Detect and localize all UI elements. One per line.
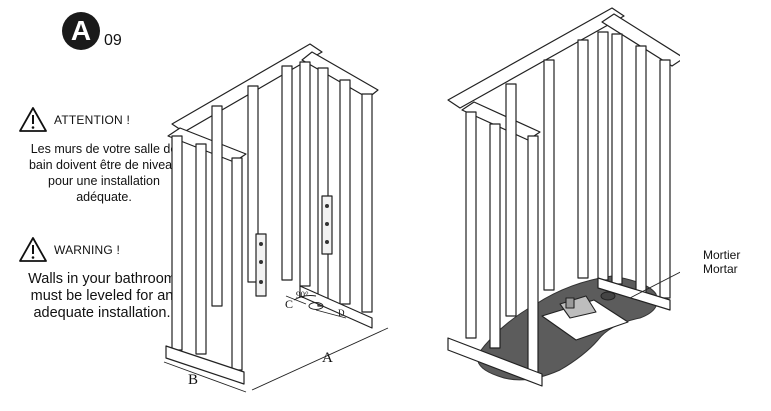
step-letter-badge: A [62,12,100,50]
dimension-label-a: A [322,350,333,366]
warning-text: Walls in your bathroom must be leveled f… [28,271,176,321]
mortar-label: Mortier Mortar [703,248,740,276]
warning-notice: WARNING ! Walls in your bathroom must be… [18,236,188,322]
dimension-label-b: B [188,372,198,388]
mortar-label-en: Mortar [703,262,738,276]
attention-heading: ATTENTION ! [54,112,130,127]
attention-text: Les murs de votre salle de bain doivent … [28,142,180,204]
warning-triangle-icon [19,107,47,132]
trowel-tool [541,295,629,341]
mortar-label-fr: Mortier [703,248,741,262]
left-wall-frame-illustration: A B C D 90° [163,43,389,393]
dimension-label-c: C [285,297,293,311]
warning-heading: WARNING ! [54,242,121,257]
right-angle-label: 90° [296,290,309,300]
dimension-label-d: D [338,308,345,318]
step-number: 09 [104,32,122,49]
warning-triangle-icon [19,237,47,262]
right-wall-frame-illustration [447,7,680,387]
attention-notice: ATTENTION ! Les murs de votre salle de b… [18,106,188,205]
